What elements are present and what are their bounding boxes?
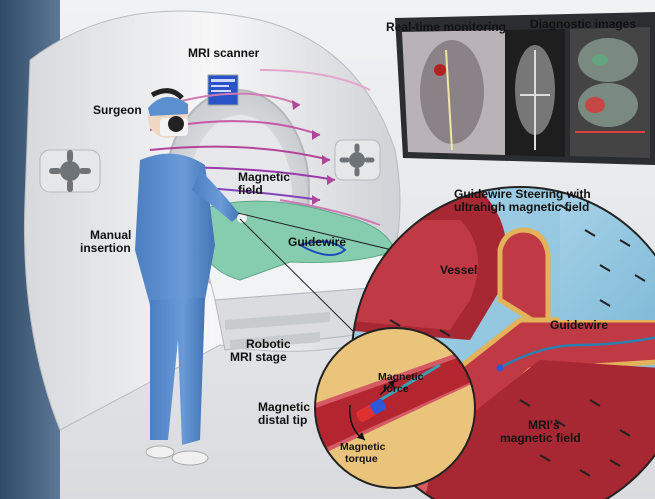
- label-vessel: Vessel: [440, 263, 478, 277]
- guidewire-body: [297, 240, 347, 256]
- label-distal-tip-2: distal tip: [258, 413, 308, 427]
- label-distal-tip-1: Magnetic: [258, 400, 311, 414]
- label-magnetic-field-1: Magnetic: [238, 170, 291, 184]
- control-panel-right: [334, 139, 381, 181]
- label-manual-insertion-2: insertion: [80, 241, 131, 255]
- label-mri-scanner: MRI scanner: [188, 46, 260, 60]
- label-diagnostic-images: Diagnostic images: [530, 17, 637, 31]
- field-arrowheads: [292, 100, 335, 205]
- label-magnetic-torque-1: Magnetic: [340, 441, 386, 453]
- surgeon: [135, 88, 247, 466]
- label-guidewire-zoom: Guidewire: [550, 318, 609, 332]
- label-mri-field-2: magnetic field: [500, 431, 581, 445]
- label-surgeon: Surgeon: [93, 103, 142, 117]
- label-magnetic-force-2: force: [383, 383, 409, 395]
- label-manual-insertion-1: Manual: [90, 228, 132, 242]
- label-steering-1: Guidewire Steering with: [454, 187, 591, 201]
- distal-tip-zoom: [315, 328, 475, 488]
- distal-tip-zoom-border: [314, 327, 476, 489]
- label-robotic-1: Robotic: [246, 337, 291, 351]
- label-magnetic-force-1: Magnetic: [378, 371, 424, 383]
- label-mri-field-1: MRI's: [528, 418, 560, 432]
- zoom-connector-top: [237, 212, 414, 256]
- label-guidewire-main: Guidewire: [288, 235, 347, 249]
- label-magnetic-torque-2: torque: [345, 453, 378, 465]
- label-magnetic-field-2: field: [238, 183, 263, 197]
- control-panel-left: [39, 149, 101, 193]
- label-robotic-2: MRI stage: [230, 350, 287, 364]
- label-steering-2: ultrahigh magnetic field: [454, 200, 590, 214]
- zoom-connector-bottom: [239, 218, 361, 339]
- monitor: [395, 12, 655, 165]
- label-realtime-monitoring: Real-time monitoring: [386, 20, 507, 34]
